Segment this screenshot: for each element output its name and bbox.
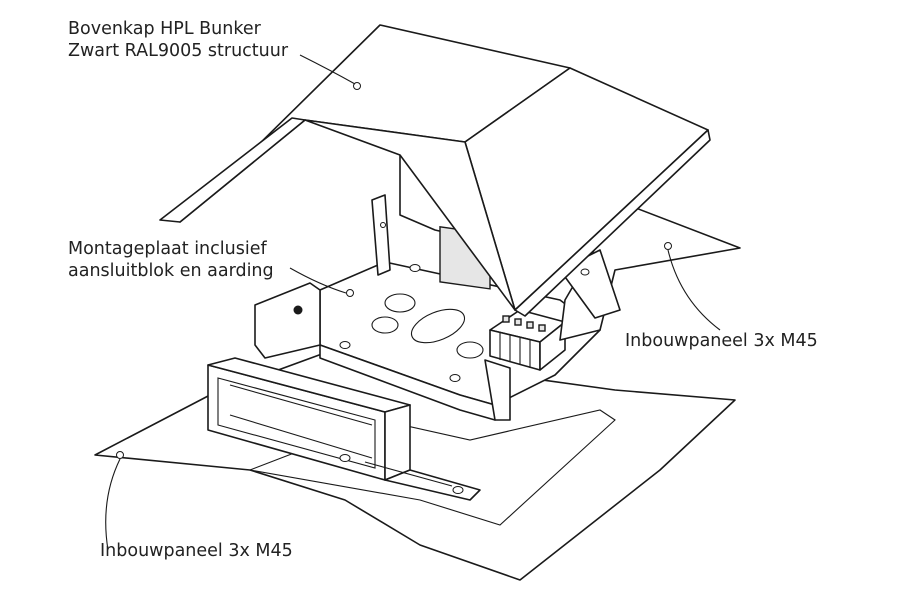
rear-tab <box>371 194 391 276</box>
top-cover <box>159 24 711 317</box>
roof-right-brim <box>514 129 711 317</box>
terminal-block <box>489 309 566 371</box>
hole-3 <box>456 341 484 359</box>
label-mounting-plate: Montageplaat inclusief aansluitblok en a… <box>68 238 274 282</box>
mounting-plate-assembly <box>254 194 601 421</box>
leader-top-cover <box>299 54 356 85</box>
bottom-mounting-panel <box>94 339 736 581</box>
grounding-hole <box>293 305 303 315</box>
leader-panel-bottom-left <box>105 458 121 551</box>
front-bracket <box>484 359 511 421</box>
hole-2 <box>371 316 399 334</box>
label-top-cover-line2: Zwart RAL9005 structuur <box>68 41 289 61</box>
left-wing-tab <box>254 282 321 359</box>
label-panel-right: Inbouwpaneel 3x M45 <box>625 331 818 351</box>
roof-left-brim <box>159 117 306 223</box>
oval-slot <box>410 308 466 344</box>
label-panel-bottom-left: Inbouwpaneel 3x M45 <box>100 541 293 561</box>
bottom-frame-opening <box>217 377 376 469</box>
label-mounting-plate-line1: Montageplaat inclusief <box>68 239 267 259</box>
leader-panel-right <box>667 249 721 331</box>
label-mounting-plate-line2: aansluitblok en aarding <box>68 261 274 281</box>
hole-1 <box>384 293 416 313</box>
label-top-cover: Bovenkap HPL Bunker Zwart RAL9005 struct… <box>68 18 288 62</box>
leader-mounting-plate <box>289 267 347 294</box>
label-top-cover-line1: Bovenkap HPL Bunker <box>68 19 261 39</box>
